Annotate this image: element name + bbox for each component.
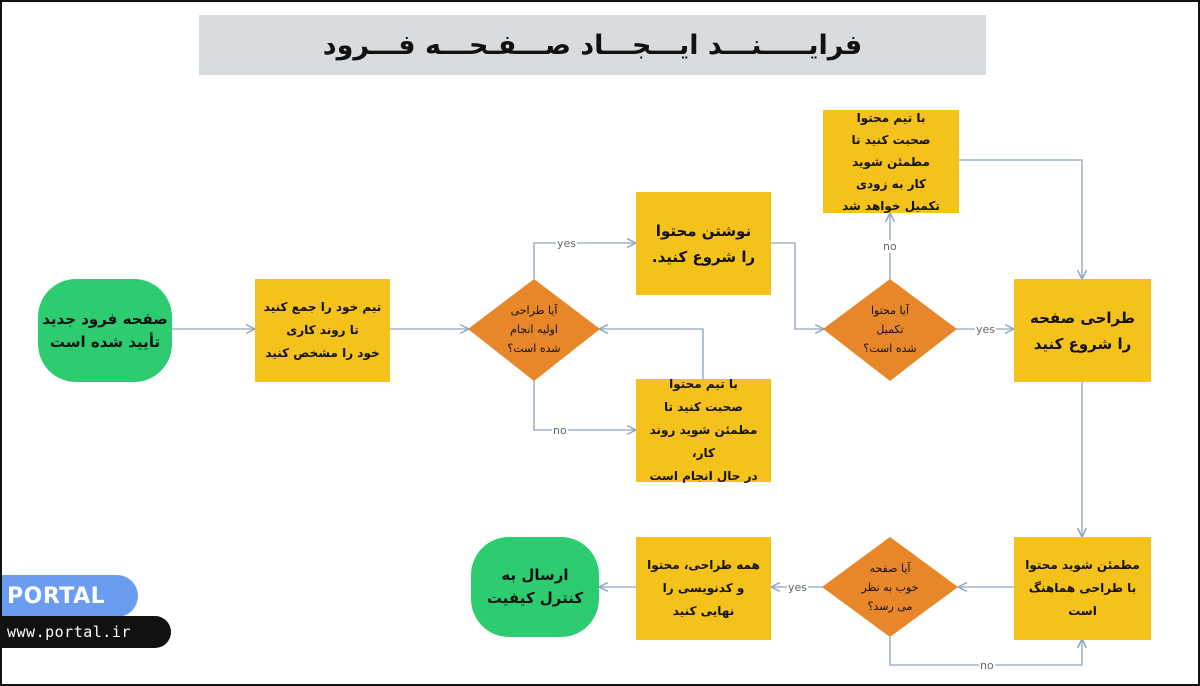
no-label-initial: no bbox=[552, 424, 568, 437]
no-label-content: no bbox=[882, 240, 898, 253]
finalize-box: همه طراحی، محتوا و کدنویسی را نهایی کنید bbox=[636, 537, 771, 640]
yes-label-initial: yes bbox=[556, 237, 578, 250]
edge-talk-back-to-initial bbox=[599, 329, 704, 379]
decision-initial-shape bbox=[468, 279, 600, 381]
decision-content-shape bbox=[823, 279, 957, 381]
yes-label-content: yes bbox=[975, 323, 997, 336]
send-qc-text: ارسال به کنترل کیفیت bbox=[486, 566, 584, 607]
start-terminal: صفحه فرود جدید تأیید شده است bbox=[38, 279, 172, 382]
portal-logo-badge: PORTAL bbox=[0, 575, 138, 617]
ensure-matching-text: مطمئن شوید محتوا با طراحی هماهنگ است bbox=[1025, 558, 1140, 618]
talk-team-progress-text: با تیم محتوا صحبت کنید تا مطمئن شوید رون… bbox=[649, 377, 758, 483]
talk-team-progress-box: با تیم محتوا صحبت کنید تا مطمئن شوید رون… bbox=[636, 377, 771, 483]
send-qc-terminal: ارسال به کنترل کیفیت bbox=[471, 537, 599, 637]
ensure-matching-box: مطمئن شوید محتوا با طراحی هماهنگ است bbox=[1014, 537, 1151, 640]
gather-team-box: تیم خود را جمع کنید تا روند کاری خود را … bbox=[255, 279, 390, 382]
write-content-box: نوشتن محتوا را شروع کنید. bbox=[636, 192, 771, 295]
edge-initial-no bbox=[533, 380, 636, 430]
start-design-box: طراحی صفحه را شروع کنید bbox=[1014, 279, 1151, 382]
gather-team-text: تیم خود را جمع کنید تا روند کاری خود را … bbox=[263, 300, 382, 360]
portal-url-text: www.portal.ir bbox=[7, 623, 131, 641]
decision-initial-text: آیا طراحی اولیه انجام شده است؟ bbox=[507, 303, 561, 355]
yes-label-page: yes bbox=[787, 581, 809, 594]
no-label-page: no bbox=[979, 659, 995, 672]
decision-page-text: آیا صفحه خوب به نظر می رسد؟ bbox=[861, 561, 919, 613]
edge-initial-yes bbox=[533, 243, 636, 279]
decision-content-text: آیا محتوا تکمیل شده است؟ bbox=[863, 303, 917, 355]
decision-page-shape bbox=[822, 537, 958, 637]
edge-write-to-decision-content bbox=[771, 242, 824, 329]
title-bar: فرایـــــنـــد ایـــجـــاد صـــفـحـــه ف… bbox=[199, 15, 986, 75]
portal-url-badge: www.portal.ir bbox=[0, 616, 171, 648]
portal-brand-text: PORTAL bbox=[7, 583, 106, 609]
finalize-text: همه طراحی، محتوا و کدنویسی را نهایی کنید bbox=[647, 558, 760, 618]
start-terminal-text: صفحه فرود جدید تأیید شده است bbox=[42, 309, 168, 351]
edge-talk-soon-to-design bbox=[959, 159, 1082, 279]
write-content-text: نوشتن محتوا را شروع کنید. bbox=[651, 221, 756, 266]
start-design-text: طراحی صفحه را شروع کنید bbox=[1030, 308, 1136, 353]
page-title: فرایـــــنـــد ایـــجـــاد صـــفـحـــه ف… bbox=[322, 29, 863, 61]
talk-team-soon-text: با تیم محتوا صحبت کنید تا مطمئن شوید کار… bbox=[842, 110, 940, 213]
talk-team-soon-box: با تیم محتوا صحبت کنید تا مطمئن شوید کار… bbox=[823, 110, 959, 213]
